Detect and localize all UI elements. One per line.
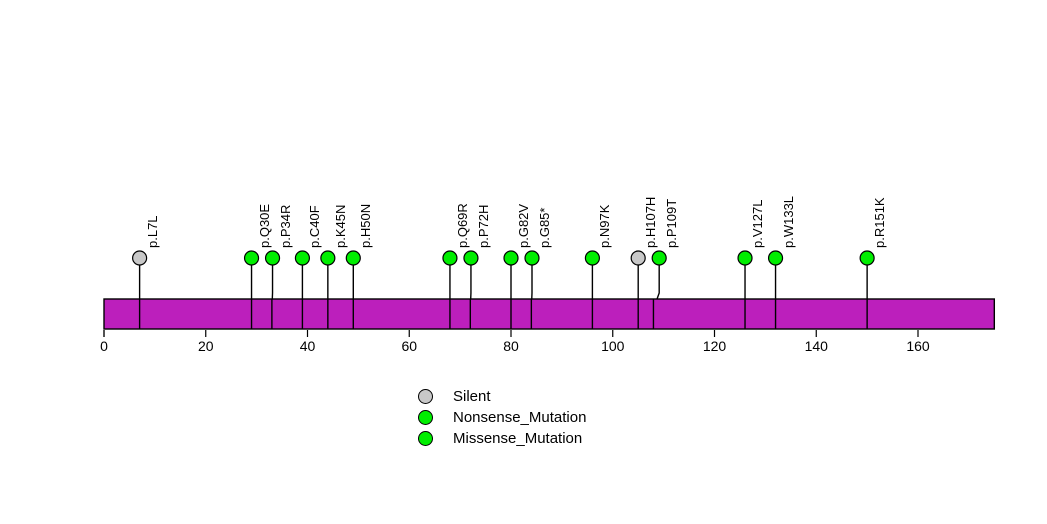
legend-color-circle-icon [418,410,433,425]
mutation-label: p.R151K [872,197,888,248]
lollipop-head[interactable] [442,250,458,266]
mutation-label: p.P34R [277,204,293,248]
lollipop-head[interactable] [503,250,519,266]
lollipop-head[interactable] [463,250,479,266]
lollipop-head[interactable] [243,250,260,266]
lollipop-head[interactable] [630,250,646,266]
legend-color-circle-icon [418,431,433,446]
lollipop-head[interactable] [132,250,148,266]
mutation-label: p.C40F [307,205,323,248]
axis-tick-label: 80 [503,338,519,354]
legend-label: Nonsense_Mutation [453,409,587,426]
mutation-label: p.H107H [643,196,659,248]
axis-tick-label: 140 [804,338,828,354]
mutation-label: p.L7L [144,215,160,248]
mutation-label: p.P72H [475,204,491,248]
axis-tick-label: 0 [100,338,108,354]
lollipop-head[interactable] [320,250,336,266]
lollipop-head[interactable] [524,250,540,266]
legend-label: Silent [453,388,491,405]
axis-tick-label: 100 [601,338,625,354]
mutation-label: p.V127L [750,199,766,248]
mutation-label: p.K45N [332,204,348,248]
axis-tick-label: 20 [197,338,214,354]
mutation-label: p.G85* [537,207,552,248]
mutation-label: p.H50N [358,203,374,248]
mutation-label: p.G82V [516,203,531,248]
lollipop-head[interactable] [859,250,875,266]
legend-item[interactable]: Missense_Mutation [418,428,586,449]
mutation-label: p.P109T [664,198,680,248]
axis-tick-label: 40 [299,338,316,354]
lollipop-head[interactable] [584,250,601,266]
mutation-label: p.Q30E [256,203,272,248]
mutation-label: p.W133L [780,195,796,248]
axis-tick-label: 60 [401,338,418,354]
mutation-label: p.Q69R [454,203,470,248]
axis-tick-label: 160 [906,338,930,354]
lollipop-head[interactable] [767,250,784,266]
lollipop-head[interactable] [345,250,361,266]
legend-item[interactable]: Silent [418,386,586,407]
legend-label: Missense_Mutation [453,430,583,447]
lollipop-head[interactable] [737,250,753,266]
axis-tick-label: 120 [702,338,727,354]
lollipop-head[interactable] [294,250,311,266]
lollipop-head[interactable] [651,250,667,266]
legend-color-circle-icon [418,389,433,404]
lollipop-head[interactable] [264,250,281,266]
mutation-label: p.N97K [597,204,613,248]
protein-domain-bar [103,298,996,330]
legend-item[interactable]: Nonsense_Mutation [418,407,586,428]
